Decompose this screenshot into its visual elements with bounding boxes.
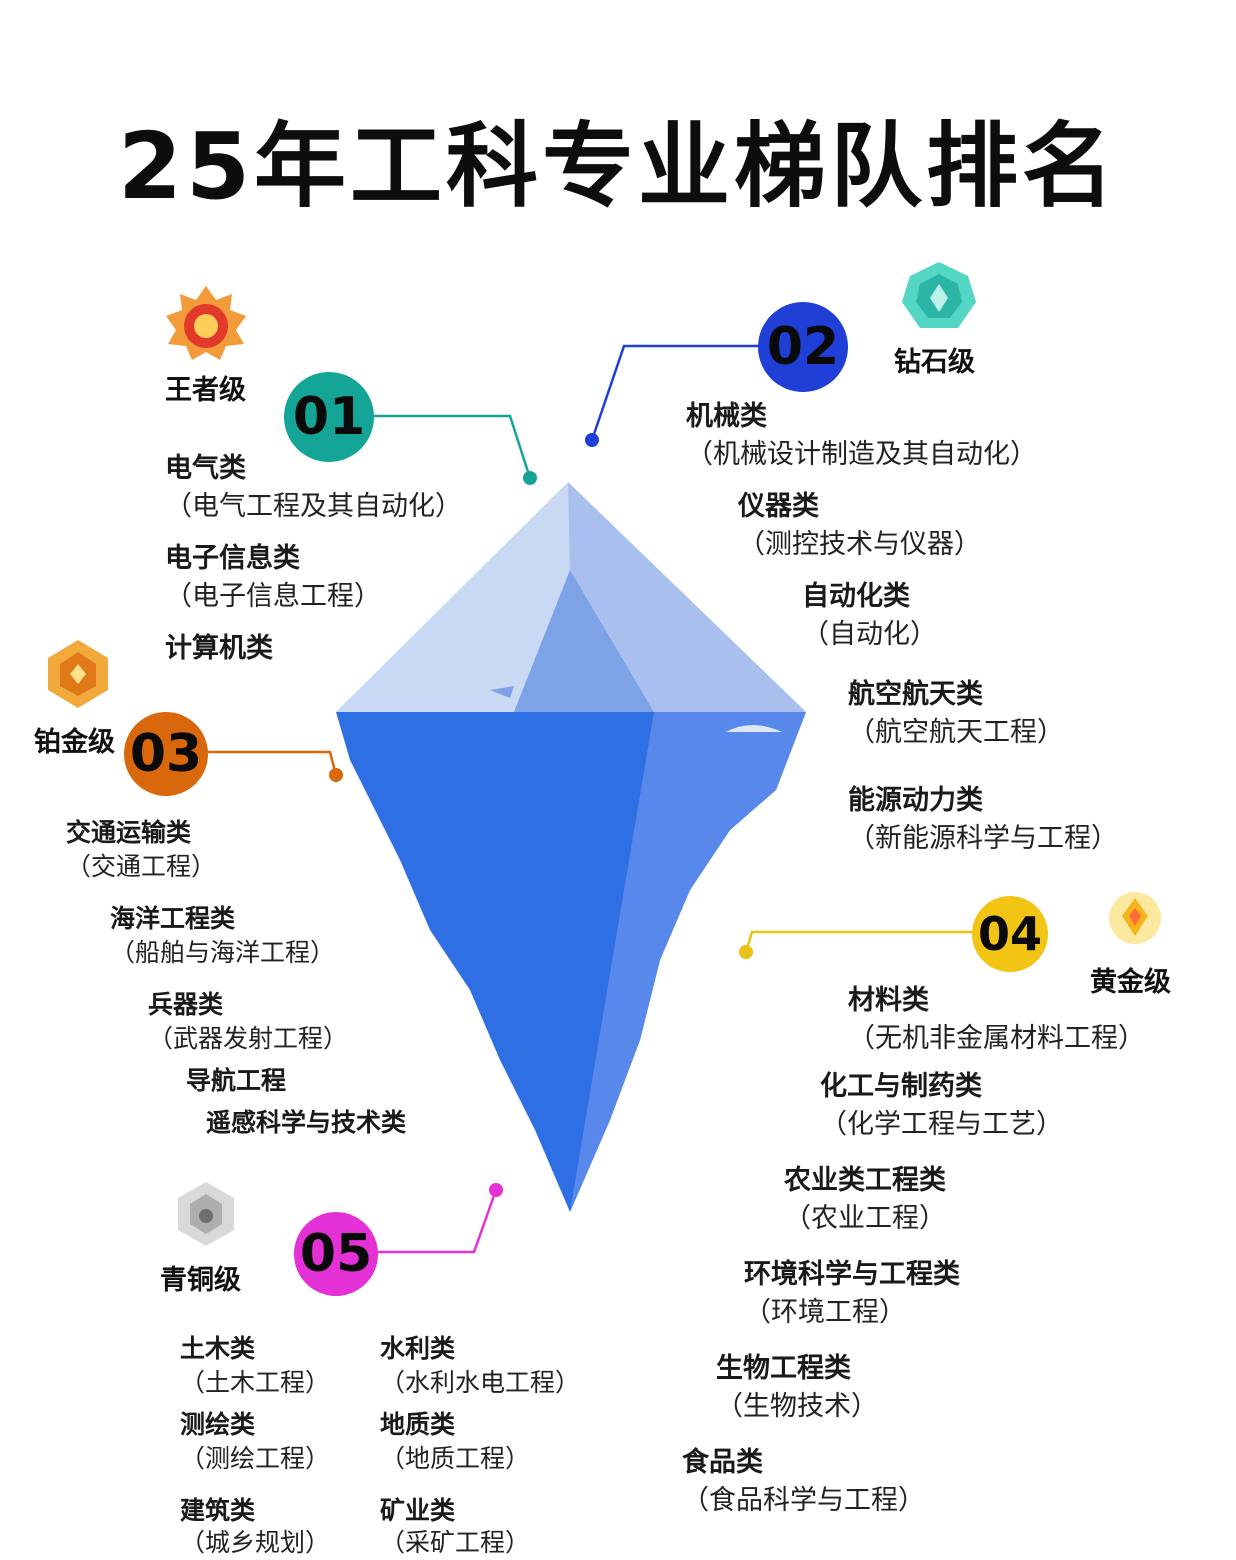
tier05-item-cat: 矿业类 <box>380 1496 456 1525</box>
tier-badge-04: 04 <box>972 896 1048 972</box>
crown-medal-icon <box>166 286 246 360</box>
tier05-item-cat: 建筑类 <box>180 1496 256 1525</box>
tier05-item-sub: （水利水电工程） <box>380 1368 581 1397</box>
diamond-medal-icon <box>902 262 976 328</box>
tier02-item-cat: 能源动力类 <box>848 785 983 816</box>
connector-03 <box>204 750 338 776</box>
tier05-item-cat: 土木类 <box>180 1334 256 1363</box>
tier03-item-cat: 导航工程 <box>186 1066 287 1095</box>
tier04-item-cat: 生物工程类 <box>716 1353 851 1384</box>
tier05-item-cat: 测绘类 <box>180 1410 256 1439</box>
tier05-item-sub: （采矿工程） <box>380 1528 531 1557</box>
tier03-item-cat: 兵器类 <box>148 990 224 1019</box>
tier03-item-cat: 遥感科学与技术类 <box>206 1108 407 1137</box>
tier05-item-sub: （城乡规划） <box>180 1528 331 1557</box>
tier04-item-sub: （生物技术） <box>716 1391 878 1422</box>
connector-02 <box>590 344 760 441</box>
iceberg-tip-shade <box>568 482 806 712</box>
tier04-item-sub: （食品科学与工程） <box>682 1485 925 1516</box>
tier02-item-sub: （机械设计制造及其自动化） <box>686 439 1037 470</box>
tier-name-05: 青铜级 <box>160 1265 241 1296</box>
tier04-item-sub: （化学工程与工艺） <box>820 1109 1063 1140</box>
tier02-item-cat: 航空航天类 <box>848 679 983 710</box>
tier05-item-sub: （土木工程） <box>180 1368 331 1397</box>
tier02-item-cat: 机械类 <box>686 401 767 432</box>
connector-04 <box>744 930 974 953</box>
tier-name-02: 钻石级 <box>894 347 975 378</box>
connector-05 <box>374 1189 498 1254</box>
tier04-item-sub: （农业工程） <box>784 1203 946 1234</box>
tier-badge-02: 02 <box>758 302 848 392</box>
connector-01 <box>372 414 532 479</box>
tier05-item-sub: （测绘工程） <box>180 1444 331 1473</box>
tier02-item-cat: 自动化类 <box>802 581 910 612</box>
tier01-item-sub: （电气工程及其自动化） <box>165 491 462 522</box>
tier04-item-sub: （环境工程） <box>744 1297 906 1328</box>
tier02-item-cat: 仪器类 <box>738 491 819 522</box>
tier03-item-cat: 交通运输类 <box>66 818 192 847</box>
tier03-item-sub: （武器发射工程） <box>148 1024 349 1053</box>
tier01-item-cat: 电气类 <box>165 453 246 484</box>
bronze-medal-icon <box>178 1182 234 1246</box>
tier04-item-cat: 农业类工程类 <box>784 1165 946 1196</box>
tier05-item-cat: 地质类 <box>380 1410 456 1439</box>
tier05-item-sub: （地质工程） <box>380 1444 531 1473</box>
tier-name-01: 王者级 <box>165 375 246 406</box>
tier02-item-sub: （自动化） <box>802 619 937 650</box>
tier03-item-sub: （船舶与海洋工程） <box>110 938 336 967</box>
tier-name-03: 铂金级 <box>34 727 115 758</box>
tier04-item-cat: 食品类 <box>682 1447 763 1478</box>
tier01-item-sub: （电子信息工程） <box>165 581 381 612</box>
tier03-item-cat: 海洋工程类 <box>110 904 236 933</box>
tier-badge-05: 05 <box>294 1212 378 1296</box>
tier04-item-cat: 环境科学与工程类 <box>744 1259 960 1290</box>
tier-badge-03: 03 <box>124 712 208 796</box>
tier02-item-sub: （测控技术与仪器） <box>738 529 981 560</box>
tier-name-04: 黄金级 <box>1090 967 1171 998</box>
tier04-item-cat: 化工与制药类 <box>820 1071 982 1102</box>
tier-badge-01: 01 <box>284 372 374 462</box>
gold-medal-icon <box>1109 892 1161 944</box>
iceberg-lower-shade <box>570 712 806 1212</box>
tier04-item-sub: （无机非金属材料工程） <box>848 1023 1145 1054</box>
tier01-item-cat: 电子信息类 <box>165 543 300 574</box>
page-title: 25年工科专业梯队排名 <box>117 113 1119 220</box>
tier03-item-sub: （交通工程） <box>66 852 217 881</box>
iceberg-inner-peak <box>514 570 654 712</box>
tier05-item-cat: 水利类 <box>380 1334 456 1363</box>
tier02-item-sub: （新能源科学与工程） <box>848 823 1118 854</box>
tier01-item-cat: 计算机类 <box>165 633 273 664</box>
platinum-medal-icon <box>48 640 108 708</box>
tier02-item-sub: （航空航天工程） <box>848 717 1064 748</box>
tier04-item-cat: 材料类 <box>848 985 929 1016</box>
